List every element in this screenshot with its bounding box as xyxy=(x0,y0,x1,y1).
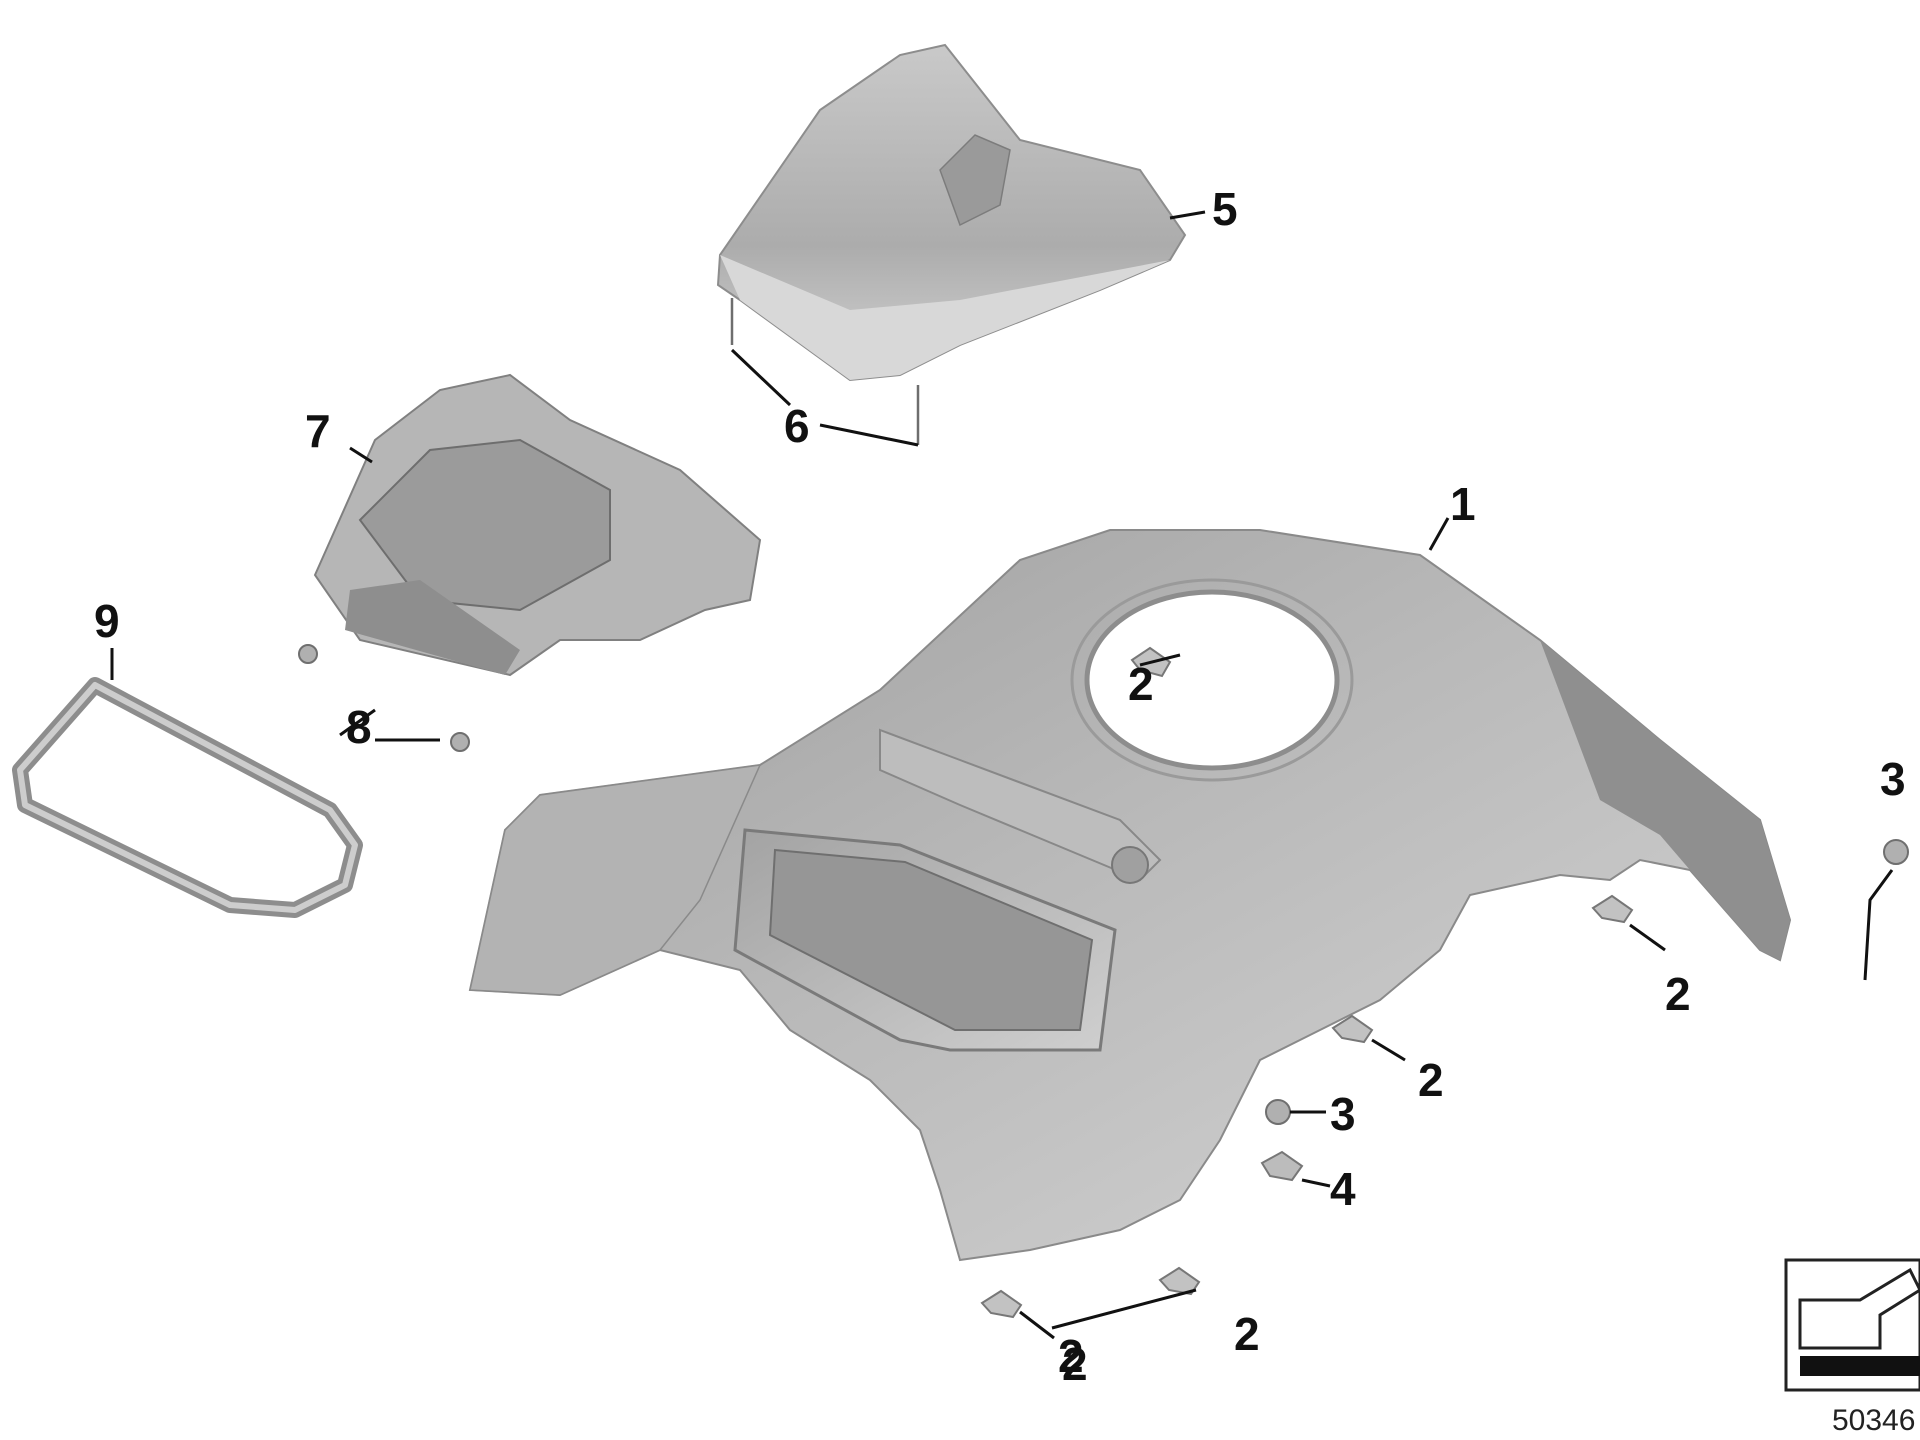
callout-2-d: 2 xyxy=(1058,1330,1084,1382)
callout-4: 4 xyxy=(1330,1163,1356,1215)
callout-3-b: 3 xyxy=(1330,1088,1356,1140)
callout-labels: 1 2 2 2 2 2 2 3 3 4 5 6 7 8 9 xyxy=(94,183,1906,1390)
callout-9: 9 xyxy=(94,595,120,647)
inner-tray-part xyxy=(313,373,762,677)
callout-6: 6 xyxy=(784,400,810,452)
callout-2-a: 2 xyxy=(1128,658,1154,710)
callout-2-c: 2 xyxy=(1418,1054,1444,1106)
document-number: 50346 xyxy=(1832,1404,1915,1437)
callout-8: 8 xyxy=(346,701,372,753)
callout-2-f: 2 xyxy=(1062,1338,1088,1390)
callout-2-b: 2 xyxy=(1665,968,1691,1020)
callout-3-a: 3 xyxy=(1880,753,1906,805)
callout-5: 5 xyxy=(1212,183,1238,235)
reference-box xyxy=(1784,1258,1920,1392)
tank-cover-part xyxy=(468,529,1792,1262)
callout-7: 7 xyxy=(305,405,331,457)
clip-part xyxy=(298,298,1909,1319)
callout-2-e: 2 xyxy=(1234,1308,1260,1360)
top-cover-part xyxy=(716,43,1187,382)
seal-ring-part xyxy=(12,677,363,918)
callout-1: 1 xyxy=(1450,478,1476,530)
leader-lines xyxy=(110,210,1894,1340)
